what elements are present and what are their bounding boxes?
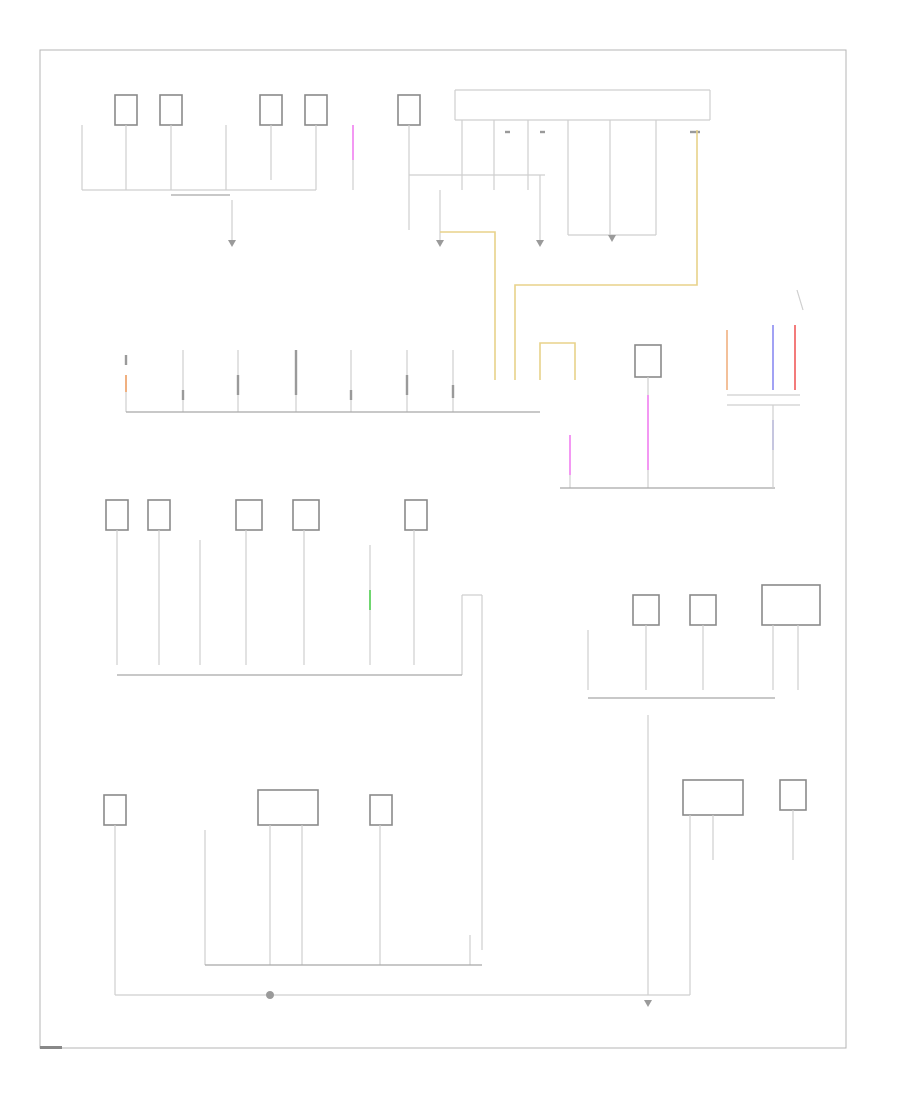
connector-box-icon xyxy=(235,499,263,531)
splice-node-icon xyxy=(266,991,274,999)
right-middle-components xyxy=(587,584,821,995)
connector-box-icon xyxy=(689,594,717,626)
connector-box-icon xyxy=(257,789,319,826)
connector-box-icon xyxy=(779,779,807,811)
component-5 xyxy=(259,94,283,180)
connector-box-icon xyxy=(147,499,171,531)
diagram-frame xyxy=(39,49,847,1049)
ground-symbol-icon xyxy=(228,240,236,247)
component-8 xyxy=(397,94,421,230)
connector-box-icon xyxy=(682,779,744,816)
third-row-components xyxy=(105,499,483,950)
connector-box-icon xyxy=(103,794,127,826)
connector-box-icon xyxy=(632,594,660,626)
ground-symbol-icon xyxy=(436,240,444,247)
page-corner-mark xyxy=(40,1046,62,1049)
bottom-right-components xyxy=(644,779,807,1007)
module-bracket xyxy=(454,89,711,121)
second-row-components xyxy=(124,289,804,489)
connector-box-icon xyxy=(761,584,821,626)
component-3 xyxy=(159,94,183,190)
component-6 xyxy=(304,94,328,190)
connector-box-icon xyxy=(369,794,393,826)
ground-symbol-icon xyxy=(608,235,616,242)
ground-symbol-icon xyxy=(536,240,544,247)
top-row-components xyxy=(81,89,711,380)
module-pins xyxy=(461,120,700,235)
bottom-left-components xyxy=(103,789,650,999)
connector-box-icon xyxy=(404,499,428,531)
connector-box-icon xyxy=(105,499,129,531)
component-2 xyxy=(114,94,138,190)
ground-symbol-icon xyxy=(644,1000,652,1007)
connector-box-icon xyxy=(634,344,662,378)
connector-box-icon xyxy=(292,499,320,531)
